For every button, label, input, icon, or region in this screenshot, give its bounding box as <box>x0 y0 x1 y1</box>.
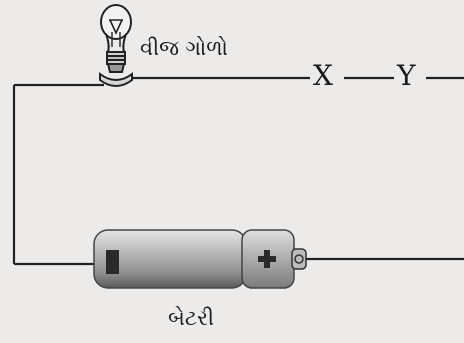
battery-label: બેટરી <box>168 306 214 330</box>
bulb-label: વીજ ગોળો <box>140 36 228 60</box>
battery-icon <box>93 229 307 289</box>
circuit-wires <box>12 76 464 266</box>
point-x-label: X <box>313 59 333 92</box>
point-y-label: Y <box>397 59 416 92</box>
light-bulb-icon <box>99 4 133 87</box>
battery-positive-terminal-mark <box>258 250 276 268</box>
battery-negative-terminal-mark <box>106 250 119 274</box>
